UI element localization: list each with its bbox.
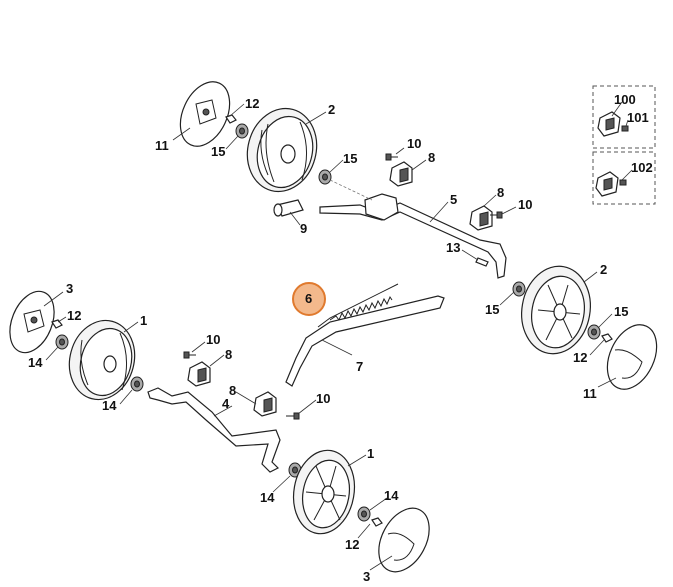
callout-5[interactable]: 5 bbox=[450, 192, 457, 207]
hubcap-11-right[interactable] bbox=[598, 317, 667, 397]
callout-102[interactable]: 102 bbox=[631, 160, 653, 175]
screw-10-front-upper[interactable] bbox=[183, 351, 196, 359]
callout-12-left[interactable]: 12 bbox=[67, 308, 81, 323]
washer-14-bottom-right[interactable] bbox=[357, 506, 371, 522]
callout-13[interactable]: 13 bbox=[446, 240, 460, 255]
nut-12-right[interactable] bbox=[601, 333, 613, 343]
nut-12-bottom[interactable] bbox=[371, 517, 383, 527]
callout-10-right[interactable]: 10 bbox=[518, 197, 532, 212]
callout-14-bottom-right[interactable]: 14 bbox=[384, 488, 399, 503]
nut-top[interactable] bbox=[225, 114, 237, 124]
washer-15-right[interactable] bbox=[587, 324, 601, 340]
callout-14-bottom-left[interactable]: 14 bbox=[260, 490, 275, 505]
callout-1-bottom[interactable]: 1 bbox=[367, 446, 374, 461]
washer-14-left[interactable] bbox=[55, 334, 69, 350]
callout-9[interactable]: 9 bbox=[300, 221, 307, 236]
callout-10-front-upper[interactable]: 10 bbox=[206, 332, 220, 347]
bracket-8-front-lower[interactable] bbox=[253, 391, 277, 417]
callout-10-front-lower[interactable]: 10 bbox=[316, 391, 330, 406]
callout-15-top-right[interactable]: 15 bbox=[343, 151, 357, 166]
callout-12-top[interactable]: 12 bbox=[245, 96, 259, 111]
callout-2-top[interactable]: 2 bbox=[328, 102, 335, 117]
callout-4[interactable]: 4 bbox=[222, 396, 230, 411]
grip-9[interactable] bbox=[273, 199, 304, 217]
rear-axle-5[interactable] bbox=[319, 179, 507, 279]
callout-15-right[interactable]: 15 bbox=[614, 304, 628, 319]
spring-6[interactable] bbox=[317, 283, 399, 328]
highlight-marker-6[interactable] bbox=[292, 282, 326, 316]
callout-7[interactable]: 7 bbox=[356, 359, 363, 374]
callout-2-right[interactable]: 2 bbox=[600, 262, 607, 277]
leader-lines bbox=[43, 101, 633, 571]
wheel-top-left[interactable] bbox=[238, 101, 325, 200]
callout-8-right[interactable]: 8 bbox=[497, 185, 504, 200]
wheel-1-bottom[interactable] bbox=[287, 445, 361, 538]
callout-12-right[interactable]: 12 bbox=[573, 350, 587, 365]
washer-14-mid[interactable] bbox=[130, 376, 144, 392]
bracket-8-right[interactable] bbox=[469, 205, 493, 231]
callout-labels: 100 101 102 12 2 11 15 15 10 8 5 8 10 9 … bbox=[28, 92, 653, 584]
callout-14-left[interactable]: 14 bbox=[28, 355, 43, 370]
hubcap-top-left[interactable] bbox=[171, 74, 240, 154]
washer-15-mid[interactable] bbox=[512, 281, 526, 297]
screw-10-right[interactable] bbox=[490, 211, 503, 219]
callout-1-left[interactable]: 1 bbox=[140, 313, 147, 328]
callout-10-top[interactable]: 10 bbox=[407, 136, 421, 151]
screw-10-top[interactable] bbox=[385, 153, 398, 161]
washer-top[interactable] bbox=[235, 123, 249, 139]
wheel-right[interactable] bbox=[515, 261, 597, 359]
callout-8-front-upper[interactable]: 8 bbox=[225, 347, 232, 362]
box-102 bbox=[592, 151, 656, 205]
callout-15-mid[interactable]: 15 bbox=[485, 302, 499, 317]
callout-8-front-lower[interactable]: 8 bbox=[229, 383, 236, 398]
front-axle-4[interactable] bbox=[147, 387, 281, 473]
hubcap-3-left[interactable] bbox=[1, 285, 62, 359]
callout-101[interactable]: 101 bbox=[627, 110, 649, 125]
callout-12-bottom[interactable]: 12 bbox=[345, 537, 359, 552]
callout-15-top-left[interactable]: 15 bbox=[211, 144, 225, 159]
callout-3-bottom[interactable]: 3 bbox=[363, 569, 370, 584]
nut-12-left[interactable] bbox=[51, 319, 63, 329]
callout-14-axle[interactable]: 14 bbox=[102, 398, 117, 413]
box-100 bbox=[592, 85, 656, 149]
hubcap-3-bottom[interactable] bbox=[369, 500, 440, 581]
bracket-8-front-upper[interactable] bbox=[187, 361, 211, 387]
screw-10-front-lower[interactable] bbox=[286, 412, 300, 420]
callout-11-right[interactable]: 11 bbox=[583, 386, 597, 401]
callout-3-left[interactable]: 3 bbox=[66, 281, 73, 296]
washer-15-top-right[interactable] bbox=[318, 169, 332, 185]
wheel-1-left[interactable] bbox=[61, 313, 144, 407]
callout-100[interactable]: 100 bbox=[614, 92, 636, 107]
callout-11-top[interactable]: 11 bbox=[155, 138, 169, 153]
callout-6[interactable]: 6 bbox=[305, 291, 312, 306]
handle-7[interactable] bbox=[285, 295, 445, 387]
callout-8-top[interactable]: 8 bbox=[428, 150, 435, 165]
pin-13[interactable] bbox=[475, 257, 489, 267]
bracket-8-top[interactable] bbox=[389, 161, 413, 187]
